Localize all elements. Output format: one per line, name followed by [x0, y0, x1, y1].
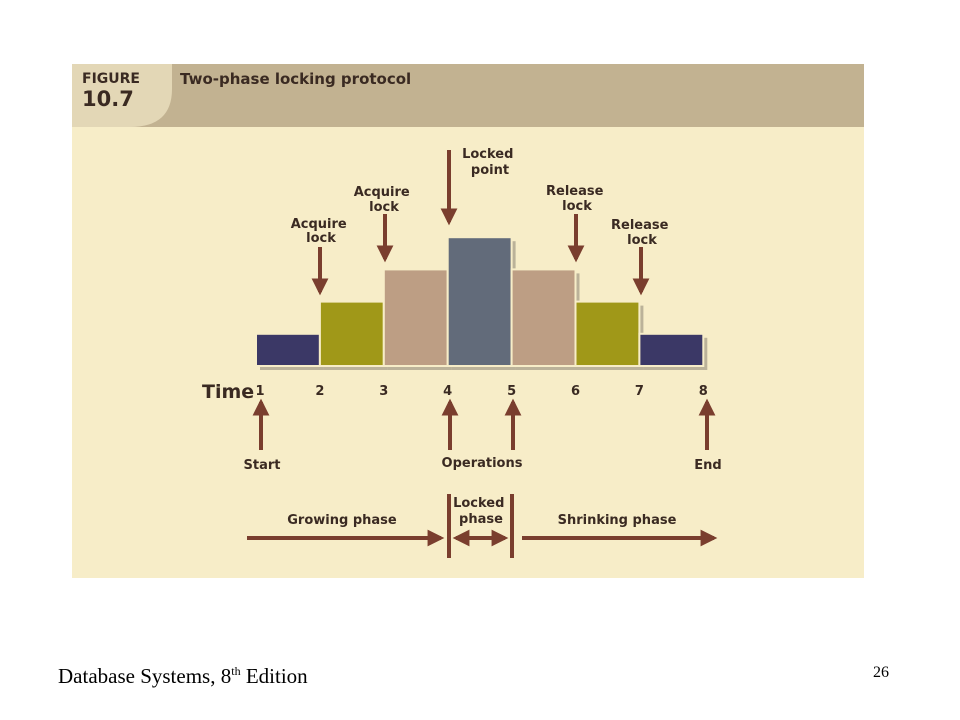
step-bar-3: [382, 268, 449, 367]
page-number: 26: [873, 664, 889, 681]
end-label: End: [694, 458, 721, 473]
figure-panel: FIGURE 10.7 Two-phase locking protocol T…: [72, 64, 864, 578]
time-tick-6: 6: [571, 384, 580, 399]
acquire-lock-label-2: Acquire lock: [354, 185, 415, 215]
time-tick-7: 7: [635, 384, 644, 399]
time-ticks: 1 2 3 4 5 6 7 8: [255, 384, 707, 399]
acquire-lock-label-1: Acquire lock: [291, 217, 352, 246]
header-label-box: [72, 64, 172, 127]
figure-title: Two-phase locking protocol: [180, 70, 411, 88]
time-tick-1: 1: [255, 384, 264, 399]
step-bar-4: [446, 236, 513, 367]
step-bar-5: [510, 268, 577, 367]
figure-label-word: FIGURE: [82, 71, 140, 87]
time-label: Time: [202, 381, 254, 403]
start-label: Start: [244, 458, 281, 473]
release-lock-label-2: Release lock: [611, 218, 673, 248]
locked-point-label: Locked point: [462, 147, 518, 178]
book-title: Database Systems, 8th Edition: [58, 664, 308, 688]
step-bar-6: [574, 300, 641, 368]
growing-phase-label: Growing phase: [287, 513, 397, 528]
locked-phase-label: Locked phase: [453, 496, 509, 527]
step-bar-1: [255, 332, 321, 367]
step-bar-7: [638, 332, 705, 367]
step-chart: [255, 236, 708, 370]
figure-label-number: 10.7: [82, 87, 134, 111]
shrinking-phase-label: Shrinking phase: [558, 513, 677, 528]
time-tick-8: 8: [699, 384, 708, 399]
time-tick-5: 5: [507, 384, 516, 399]
time-tick-4: 4: [443, 384, 452, 399]
time-tick-2: 2: [315, 384, 324, 399]
operations-label: Operations: [442, 456, 523, 471]
header-band: [72, 64, 864, 127]
time-tick-3: 3: [379, 384, 388, 399]
release-lock-label-1: Release lock: [546, 184, 608, 214]
step-bar-2: [318, 300, 385, 368]
